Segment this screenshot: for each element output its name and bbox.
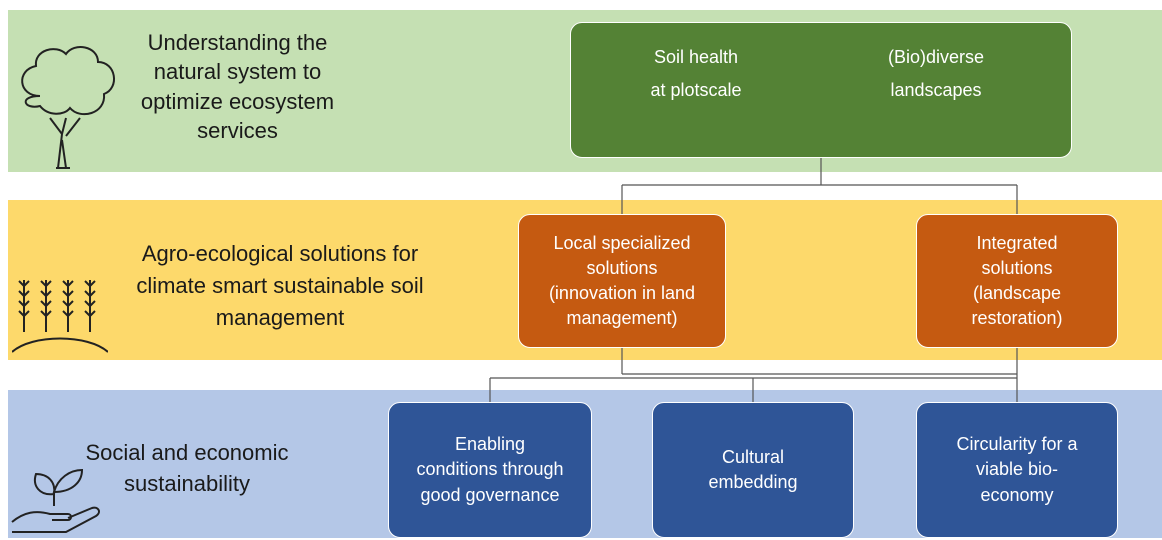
tree-icon [21,46,115,169]
governance-line-2: conditions through [416,459,564,480]
sustainability-heading: Social and economic sustainability [62,438,312,500]
governance-line-3: good governance [420,484,560,505]
ecosystem-heading-line-4: services [197,117,278,143]
ecosystem-heading-line-2: natural system to [153,59,322,85]
soil-health-label: Soil health at plotscale [611,41,781,108]
hand-sprout-icon [11,468,100,533]
local-solutions-box: Local specialized solutions (innovation … [518,214,726,348]
governance-box: Enabling conditions through good governa… [388,402,592,538]
ecosystem-heading-line-1: Understanding the [147,30,328,55]
integrated-solutions-line-4: restoration) [971,307,1063,328]
local-solutions-line-1: Local specialized [553,233,691,254]
ecosystem-heading-line-3: optimize ecosystem [140,88,335,114]
local-solutions-line-4: management) [566,307,678,328]
cultural-line-2: embedding [708,472,798,492]
circularity-line-1: Circularity for a [956,434,1078,455]
local-solutions-line-2: solutions [586,258,658,279]
biodiverse-landscapes-label: (Bio)diverse landscapes [851,41,1021,108]
solutions-heading: Agro-ecological solutions for climate sm… [110,238,450,334]
integrated-solutions-line-3: (landscape [972,283,1062,303]
circularity-line-2: viable bio- [975,459,1059,480]
biodiverse-line-2: landscapes [890,80,982,101]
integrated-solutions-box: Integrated solutions (landscape restorat… [916,214,1118,348]
cultural-embedding-box: Cultural embedding [652,402,854,538]
circularity-line-3: economy [980,484,1054,505]
soil-health-line-2: at plotscale [650,80,742,101]
wheat-field-icon [12,280,108,353]
ecosystem-heading: Understanding the natural system to opti… [120,28,355,145]
governance-line-1: Enabling [454,434,526,455]
sustainability-heading-line-2: sustainability [124,470,250,496]
biodiverse-line-1: (Bio)diverse [887,47,985,67]
cultural-line-1: Cultural [721,446,785,467]
integrated-solutions-line-1: Integrated [976,233,1058,254]
local-solutions-line-3: (innovation in land [548,283,696,303]
integrated-solutions-line-2: solutions [981,258,1053,279]
circularity-box: Circularity for a viable bio- economy [916,402,1118,538]
solutions-heading-line-1: Agro-ecological solutions for [141,241,419,266]
sustainability-heading-line-1: Social and economic [85,440,289,465]
soil-health-line-1: Soil health [653,47,739,67]
soil-landscape-box: Soil health at plotscale (Bio)diverse la… [570,22,1072,158]
solutions-heading-line-3: management [215,304,345,330]
solutions-heading-line-2: climate smart sustainable soil [136,272,424,298]
